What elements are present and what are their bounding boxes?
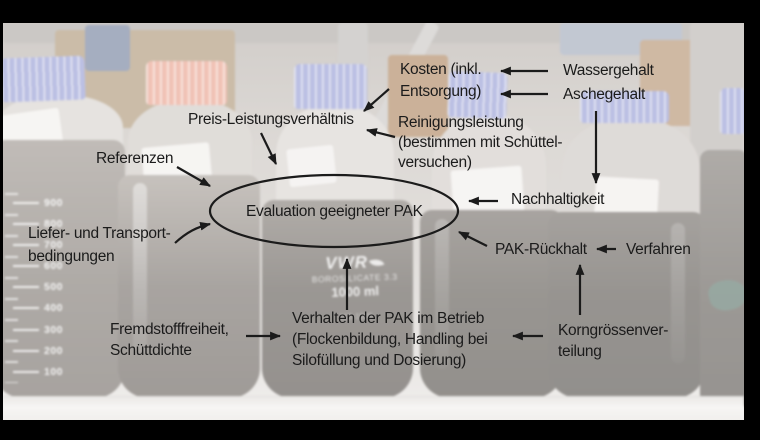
label-reinigungsleistung: Reinigungsleistung (bestimmen mit Schütt…: [398, 114, 563, 171]
bottle-body: [118, 175, 260, 398]
graduation-value: 200: [44, 345, 64, 357]
graduation-mark: 300: [13, 324, 63, 336]
photo-content: 900 800 700 600 500 400 300 200 100: [3, 23, 744, 420]
bottle-body: [3, 140, 125, 398]
center-ellipse: [208, 173, 460, 249]
photo-wash: [3, 23, 744, 420]
bottle-body: [420, 210, 563, 398]
label-korngroesse: Korngrössenver- teilung: [558, 322, 669, 360]
blue-box: [85, 25, 130, 71]
graduation-mark: 400: [13, 302, 63, 314]
label-kosten: Kosten (inkl. Entsorgung): [400, 61, 482, 100]
graduation-mark: 800: [13, 218, 63, 230]
arrow-preisleistung-to-center: [260, 132, 277, 165]
graduation-value: 400: [44, 302, 64, 314]
bottle-reflection: [133, 183, 147, 353]
arrow-kosten-to-preisleistung: [363, 88, 390, 112]
graduation-value: 800: [44, 218, 64, 230]
label-aschegehalt: Aschegehalt: [563, 86, 646, 103]
graduation-value: 300: [44, 324, 64, 336]
arrow-referenzen-to-center: [176, 166, 211, 187]
arrow-liefer-to-center: [174, 221, 212, 244]
bottle-cap: [146, 61, 227, 105]
bottle-cap: [720, 88, 744, 134]
arrow-reinigung-to-preisleistung: [365, 128, 396, 139]
graduation-mark: 200: [13, 345, 63, 357]
bottle-cap: [580, 91, 669, 123]
graduation-value: 700: [44, 239, 64, 251]
bottle-body: [548, 212, 705, 398]
label-pak-rueckhalt: PAK-Rückhalt: [495, 241, 587, 258]
label-fremdstoff: Fremdstofffreiheit, Schüttdichte: [110, 321, 229, 359]
bottle-reflection: [671, 223, 685, 363]
bottle-cap: [294, 64, 367, 109]
graduation-mark: 500: [13, 281, 63, 293]
shelf: [3, 396, 744, 420]
graduation-value: 900: [44, 197, 64, 209]
label-liefer: Liefer- und Transport- bedingungen: [28, 225, 171, 265]
label-preis-leistung: Preis-Leistungsverhältnis: [188, 111, 354, 128]
graduation-mark: 600: [13, 260, 63, 272]
arrow-pakrueckhalt-to-center: [458, 231, 488, 247]
label-center: Evaluation geeigneter PAK: [246, 203, 423, 220]
graduation-mark: 900: [13, 197, 63, 209]
label-wassergehalt: Wassergehalt: [563, 62, 654, 79]
graduation-mark: 100: [13, 366, 63, 378]
bottle-body: [262, 200, 413, 398]
label-verhalten: Verhalten der PAK im Betrieb (Flockenbil…: [292, 310, 488, 369]
label-verfahren: Verfahren: [626, 241, 691, 258]
bottle-reflection: [435, 219, 449, 369]
lab-photo: 900 800 700 600 500 400 300 200 100: [3, 23, 744, 420]
label-nachhaltigkeit: Nachhaltigkeit: [511, 191, 605, 208]
graduation-value: 500: [44, 281, 64, 293]
graduation-value: 100: [44, 366, 64, 378]
graduation-minor-ticks: [5, 193, 18, 383]
wood-box-mid: [388, 55, 448, 137]
graduation-mark: 700: [13, 239, 63, 251]
graduation-value: 600: [44, 260, 64, 272]
label-referenzen: Referenzen: [96, 150, 174, 167]
